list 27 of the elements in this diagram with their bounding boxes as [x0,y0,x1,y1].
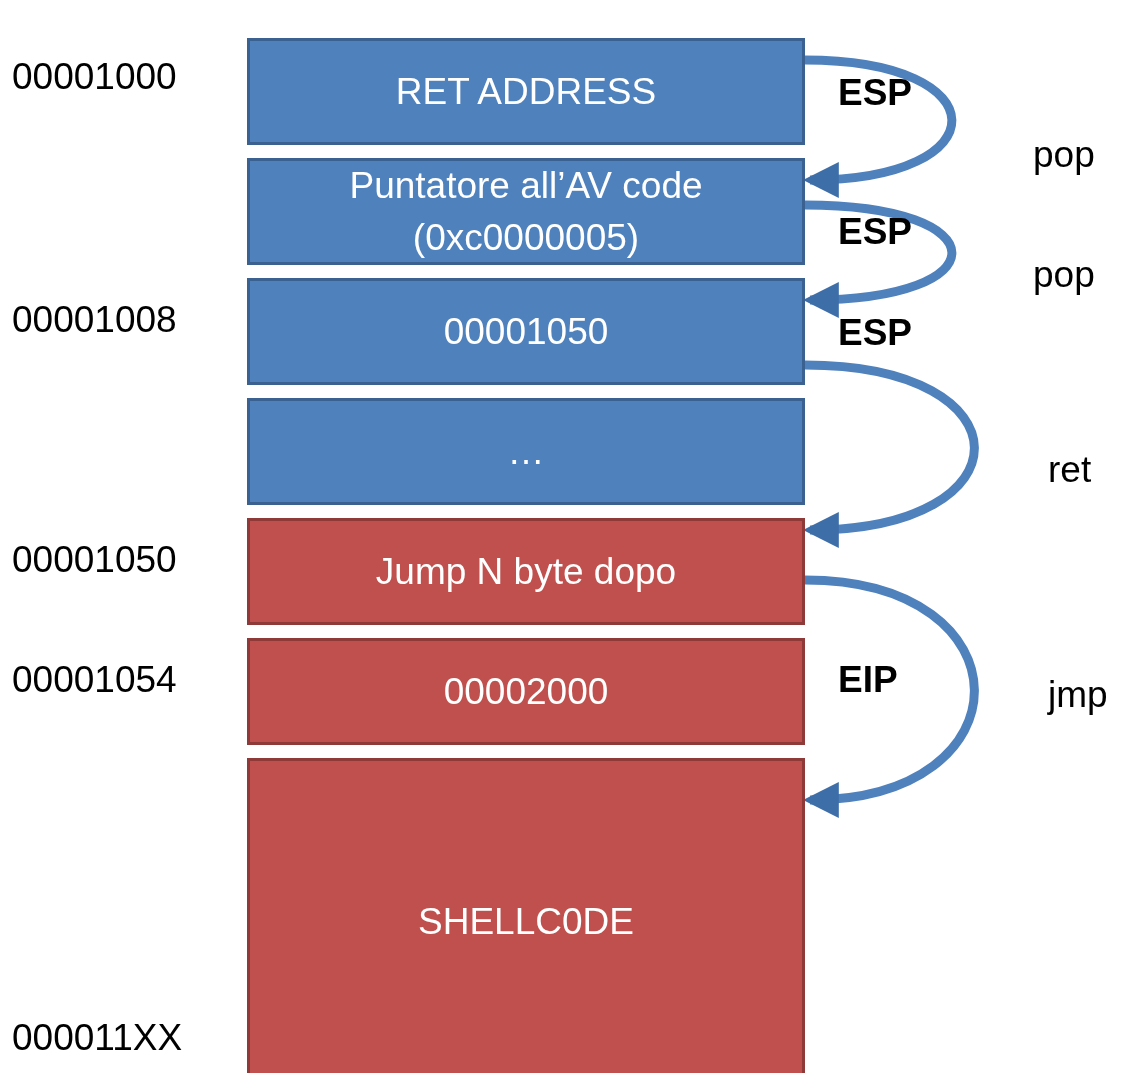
register-label: ESP [838,72,913,114]
cell-text: SHELLC0DE [418,900,634,944]
edge-label: pop [1033,254,1095,296]
cell-text: RET ADDRESS [395,69,657,114]
cell-text: Puntatore all’AV code (0xc0000005) [348,163,704,260]
cell-text: … [507,429,545,474]
address-label: 00001050 [12,539,177,581]
cell-text: Jump N byte dopo [375,549,677,594]
address-label: 00001054 [12,659,177,701]
address-label: 00001000 [12,56,177,98]
edge-label: ret [1048,449,1092,491]
memory-cell [247,638,805,745]
register-label: EIP [838,659,898,701]
memory-cell [247,398,805,505]
cell-text: 00002000 [443,669,609,714]
address-label: 000011XX [12,1017,183,1059]
edge-label: jmp [1048,674,1108,716]
memory-cell [247,158,805,265]
cell-text: 00001050 [443,309,609,354]
address-label: 00001008 [12,299,177,341]
memory-cell [247,278,805,385]
edge-label: pop [1033,134,1095,176]
memory-cell [247,758,805,1073]
register-label: ESP [838,211,913,253]
memory-cell [247,518,805,625]
register-label: ESP [838,312,913,354]
memory-cell [247,38,805,145]
